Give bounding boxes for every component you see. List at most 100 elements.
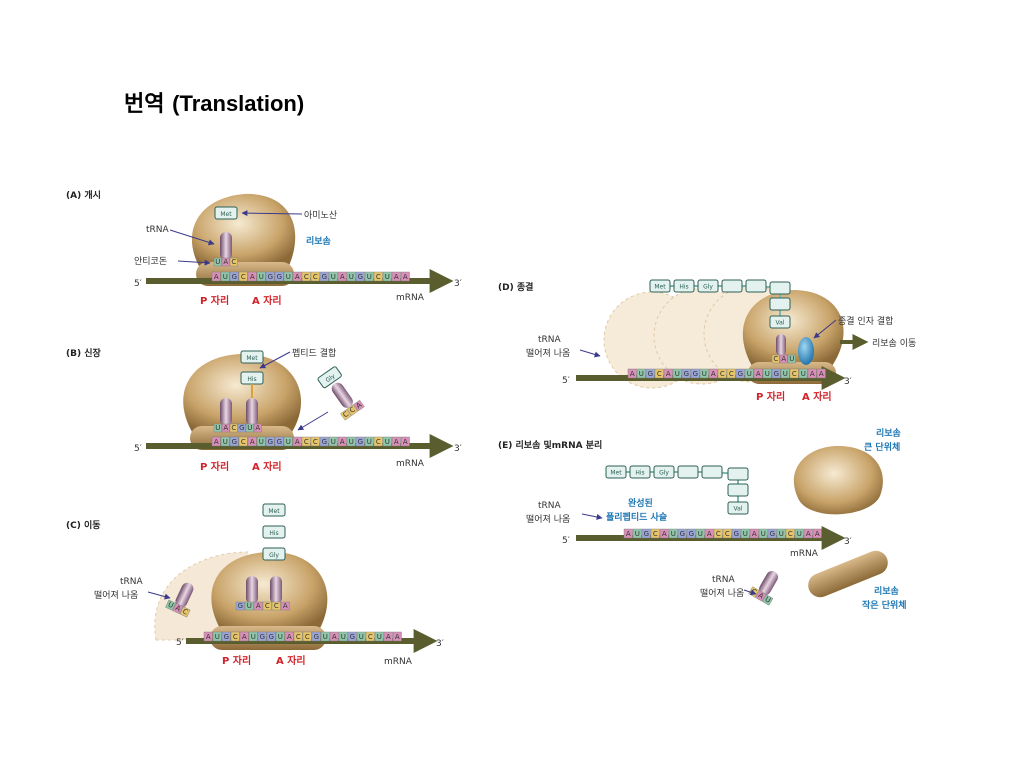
base-box: [253, 423, 262, 433]
a-site-a: A 자리: [252, 294, 282, 307]
base-letter: C: [368, 633, 373, 641]
incoming-arrow: [297, 411, 329, 431]
p-site-a: P 자리: [200, 294, 229, 307]
trna-leave-e2: tRNA 떨어져 나옴: [700, 575, 744, 599]
base-letter: A: [250, 438, 255, 446]
base-letter: G: [268, 273, 273, 281]
base-box: [636, 368, 646, 379]
base-box: [346, 436, 356, 447]
base-box: [400, 436, 410, 447]
base-box: [256, 436, 266, 447]
trna-p-d: [776, 334, 786, 356]
base-box: [731, 528, 741, 539]
base-box: [713, 528, 723, 539]
base-letter: G: [734, 530, 739, 538]
base-letter: C: [342, 410, 351, 419]
base-letter: A: [815, 530, 820, 538]
base-letter: U: [675, 370, 680, 378]
base-box: [229, 271, 239, 282]
base-box: [283, 271, 293, 282]
base-box: [353, 399, 365, 412]
base-box: [771, 368, 781, 379]
base-box: [221, 257, 230, 267]
base-letter: U: [278, 633, 283, 641]
chain-b-1: His: [247, 376, 256, 383]
base-letter: A: [711, 370, 716, 378]
base-box: [328, 271, 338, 282]
base-letter: C: [274, 602, 279, 610]
base-box: [677, 528, 687, 539]
panel-a-heading: (A) 개시: [66, 189, 101, 201]
base-letter: G: [224, 633, 229, 641]
base-box: [203, 631, 213, 642]
trna-leave-e2-line2: 떨어져 나옴: [700, 587, 744, 599]
base-letter: G: [648, 370, 653, 378]
base-box: [785, 528, 795, 539]
base-letter: U: [286, 438, 291, 446]
base-letter: U: [167, 601, 175, 610]
base-letter: A: [707, 530, 712, 538]
base-box: [238, 271, 248, 282]
anticodon-label: 안티코돈: [134, 256, 167, 267]
base-letter: C: [725, 530, 730, 538]
base-letter: C: [773, 355, 778, 363]
base-box: [329, 631, 339, 642]
base-letter: C: [305, 633, 310, 641]
amino-acid-box: [727, 483, 749, 497]
base-letter: A: [626, 530, 631, 538]
amino-acid-box: [727, 467, 749, 481]
base-letter: A: [403, 438, 408, 446]
base-letter: A: [386, 633, 391, 641]
base-box: [364, 436, 374, 447]
trna-arrow: [169, 229, 215, 246]
base-box: [265, 436, 275, 447]
base-letter: U: [635, 530, 640, 538]
base-box: [807, 368, 817, 379]
base-letter: G: [232, 273, 237, 281]
chain-c-0: Met: [268, 508, 280, 515]
panel-e-heading: (E) 리보솜 및mRNA 분리: [498, 439, 602, 451]
a-site-c: A 자리: [276, 654, 306, 667]
base-box: [627, 368, 637, 379]
base-letter: C: [241, 273, 246, 281]
base-letter: G: [358, 273, 363, 281]
peptide-bond-arrow: [259, 351, 291, 369]
base-letter: U: [671, 530, 676, 538]
base-box: [212, 631, 222, 642]
base-letter: U: [367, 273, 372, 281]
base-box: [338, 631, 348, 642]
amino-acid-box: [653, 465, 675, 479]
trna-leave-e: tRNA 떨어져 나옴: [526, 501, 570, 525]
three-prime-d: 3′: [844, 377, 852, 387]
base-box: [211, 436, 221, 447]
base-box: [165, 599, 176, 611]
p-site-d: P 자리: [756, 390, 785, 403]
base-box: [753, 368, 763, 379]
base-box: [659, 528, 669, 539]
trna-leave-c-arrow: [147, 591, 171, 600]
base-box: [238, 436, 248, 447]
base-letter: G: [774, 370, 779, 378]
base-box: [382, 271, 392, 282]
base-letter: A: [332, 633, 337, 641]
mrna-label-b: mRNA: [396, 459, 425, 469]
base-letter: U: [331, 438, 336, 446]
trna-leave-c-line1: tRNA: [120, 577, 144, 587]
base-letter: U: [223, 438, 228, 446]
base-letter: C: [231, 424, 236, 432]
amino-acid-box: [769, 315, 791, 329]
base-box: [301, 271, 311, 282]
panel-b-heading: (B) 신장: [66, 347, 101, 359]
base-letter: A: [752, 530, 757, 538]
base-letter: A: [295, 438, 300, 446]
amino-acid-box: [605, 465, 627, 479]
base-letter: A: [256, 602, 261, 610]
base-letter: C: [304, 273, 309, 281]
gly-box-c: [262, 547, 286, 561]
p-site-b: P 자리: [200, 460, 229, 473]
amino-acid-label: Met: [654, 284, 666, 291]
